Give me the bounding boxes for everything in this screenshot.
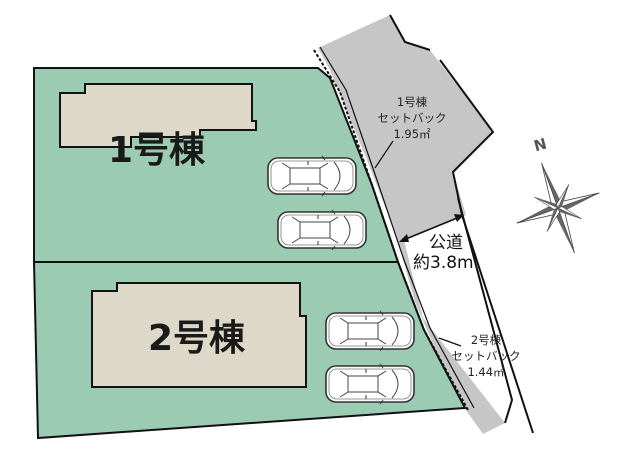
building-1 (59, 83, 257, 148)
setback-1-label-line2: セットバック (378, 111, 447, 125)
setback-2-label-line3: 1.44㎡ (467, 365, 505, 379)
road-label-line2: 約3.8m (413, 253, 474, 273)
building-2 (91, 282, 307, 388)
building-2-label: 2号棟 (148, 318, 246, 359)
compass-rose-icon (516, 162, 600, 254)
road-width-arrow (400, 215, 463, 242)
building-1-label: 1号棟 (108, 130, 206, 171)
car-2b (325, 363, 415, 405)
setback-line (313, 49, 469, 411)
setback-2-label-line1: 2号棟 (471, 333, 502, 347)
setback-1-label-line1: 1号棟 (397, 95, 428, 109)
setback-1-label-line3: 1.95㎡ (393, 127, 431, 141)
setback-2-leader (438, 337, 462, 347)
setback-2-label-line2: セットバック (452, 349, 521, 363)
north-label: N (532, 135, 549, 156)
road-label-line1: 公道 (429, 233, 463, 253)
road-edge (461, 214, 534, 434)
car-2a (325, 310, 415, 352)
car-1b (277, 209, 367, 251)
car-1a (267, 155, 357, 197)
public-road (318, 15, 505, 434)
setback-1-leader (374, 140, 394, 169)
